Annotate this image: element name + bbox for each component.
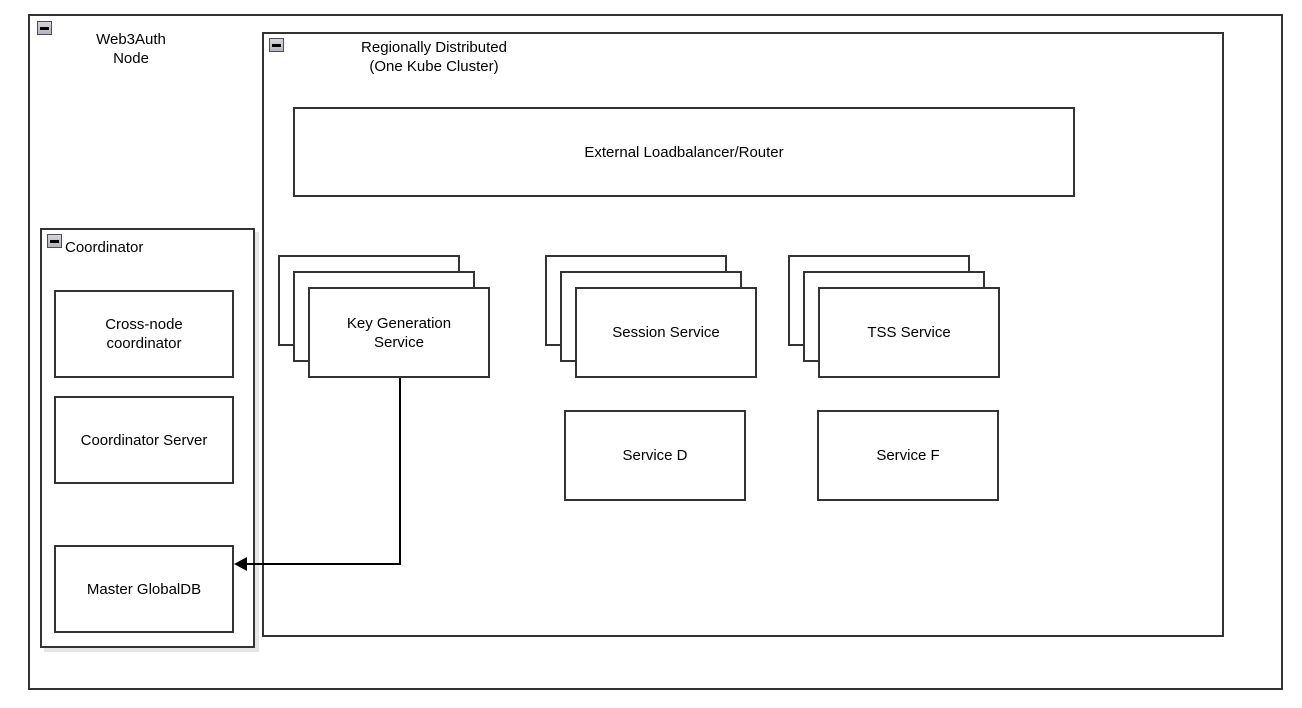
node-key-generation-service[interactable]: Key Generation Service [308,287,490,378]
node-tss-service[interactable]: TSS Service [818,287,1000,378]
collapse-minus-icon-cluster[interactable] [269,38,284,52]
arrowhead-left-icon [234,557,247,571]
container-label-cluster: Regionally Distributed (One Kube Cluster… [361,39,507,75]
node-external-loadbalancer[interactable]: External Loadbalancer/Router [293,107,1075,197]
container-label-web3auth-node: Web3Auth Node [96,31,166,67]
node-coordinator-server[interactable]: Coordinator Server [54,396,234,484]
node-service-d[interactable]: Service D [564,410,746,501]
stack-tss-service: TSS Service [788,255,1003,380]
node-cross-node-coordinator[interactable]: Cross-node coordinator [54,290,234,378]
connector-segment-horizontal [240,563,401,565]
stack-session-service: Session Service [545,255,760,380]
collapse-minus-icon-web3auth-node[interactable] [37,21,52,35]
node-master-globaldb[interactable]: Master GlobalDB [54,545,234,633]
node-service-f[interactable]: Service F [817,410,999,501]
collapse-minus-icon-coordinator[interactable] [47,234,62,248]
stack-key-generation-service: Key Generation Service [278,255,493,380]
node-session-service[interactable]: Session Service [575,287,757,378]
connector-segment-vertical [399,378,401,565]
container-label-coordinator: Coordinator [65,239,144,256]
